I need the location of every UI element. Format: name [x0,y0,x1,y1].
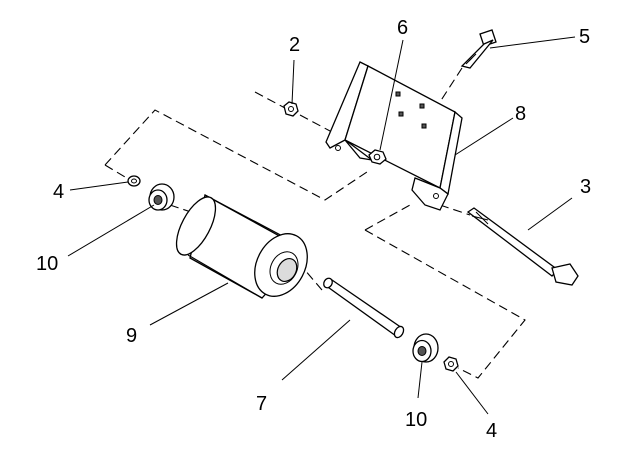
shaft-part-7 [323,277,405,339]
roller-part-9 [175,194,308,299]
callout-10-right: 10 [405,409,427,431]
callout-8: 8 [515,103,526,125]
washer-part-4-left [127,175,141,187]
callout-5: 5 [579,26,590,48]
assembly-guide-lines [104,67,526,379]
callout-7: 7 [256,393,267,415]
long-bolt-part-3 [466,207,579,286]
callout-9: 9 [126,325,137,347]
bracket-part-8 [325,61,463,211]
bearing-part-10-left [148,183,175,211]
bearing-part-10-right [412,333,439,363]
callout-4-left: 4 [53,181,64,203]
callout-4-right: 4 [486,420,497,442]
callout-10-left: 10 [36,253,58,275]
nut-part-6 [368,149,387,165]
callout-2: 2 [289,34,300,56]
nut-part-2 [283,101,299,117]
leader-lines [67,36,576,415]
callout-6: 6 [397,17,408,39]
callout-labels: 2 6 5 8 3 4 10 9 7 10 4 [36,17,591,442]
nut-part-4-right [443,356,459,372]
callout-3: 3 [580,176,591,198]
bolt-part-5 [460,29,497,69]
